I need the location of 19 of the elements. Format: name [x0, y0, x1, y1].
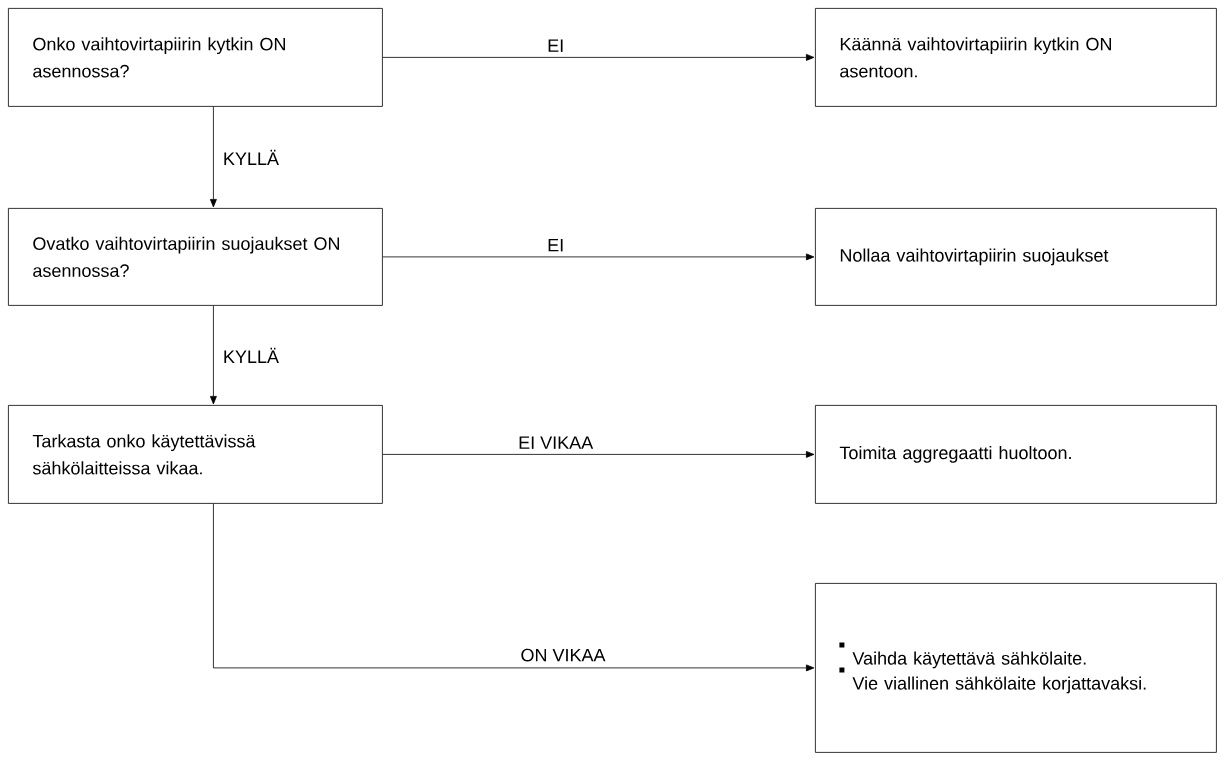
edge-label: KYLLÄ	[224, 347, 279, 363]
edge-label: KYLLÄ	[224, 149, 279, 165]
edge-label: EI	[548, 238, 563, 252]
question-box: Onko vaihtovirtapiirin kytkin ON asennossa?	[8, 8, 383, 107]
action-box: Nollaa vaihtovirtapiirin suojaukset	[815, 208, 1217, 306]
arrow	[210, 305, 217, 405]
question-box: Tarkasta onko käytettävissä sähkölaitteissa vikaa.	[8, 405, 383, 504]
bullet-list-box: Vaihda käytettävä sähkölaite. Vie viallinen sähkölaite korjattavaksi.	[815, 583, 1217, 753]
edge-label: EI	[548, 39, 563, 52]
arrow	[382, 451, 815, 458]
edge-label: ON VIKAA	[521, 648, 606, 662]
action-box: Toimita aggregaatti huoltoon.	[815, 405, 1217, 504]
edge-label: EI VIKAA	[519, 436, 594, 449]
action-box: Käännä vaihtovirtapiirin kytkin ON asentoon.	[815, 8, 1217, 107]
arrow	[382, 253, 815, 261]
arrow	[210, 106, 217, 208]
question-box: Ovatko vaihtovirtapiirin suojaukset ON asennossa?	[8, 208, 383, 306]
arrow	[382, 54, 815, 61]
arrow	[213, 503, 815, 672]
